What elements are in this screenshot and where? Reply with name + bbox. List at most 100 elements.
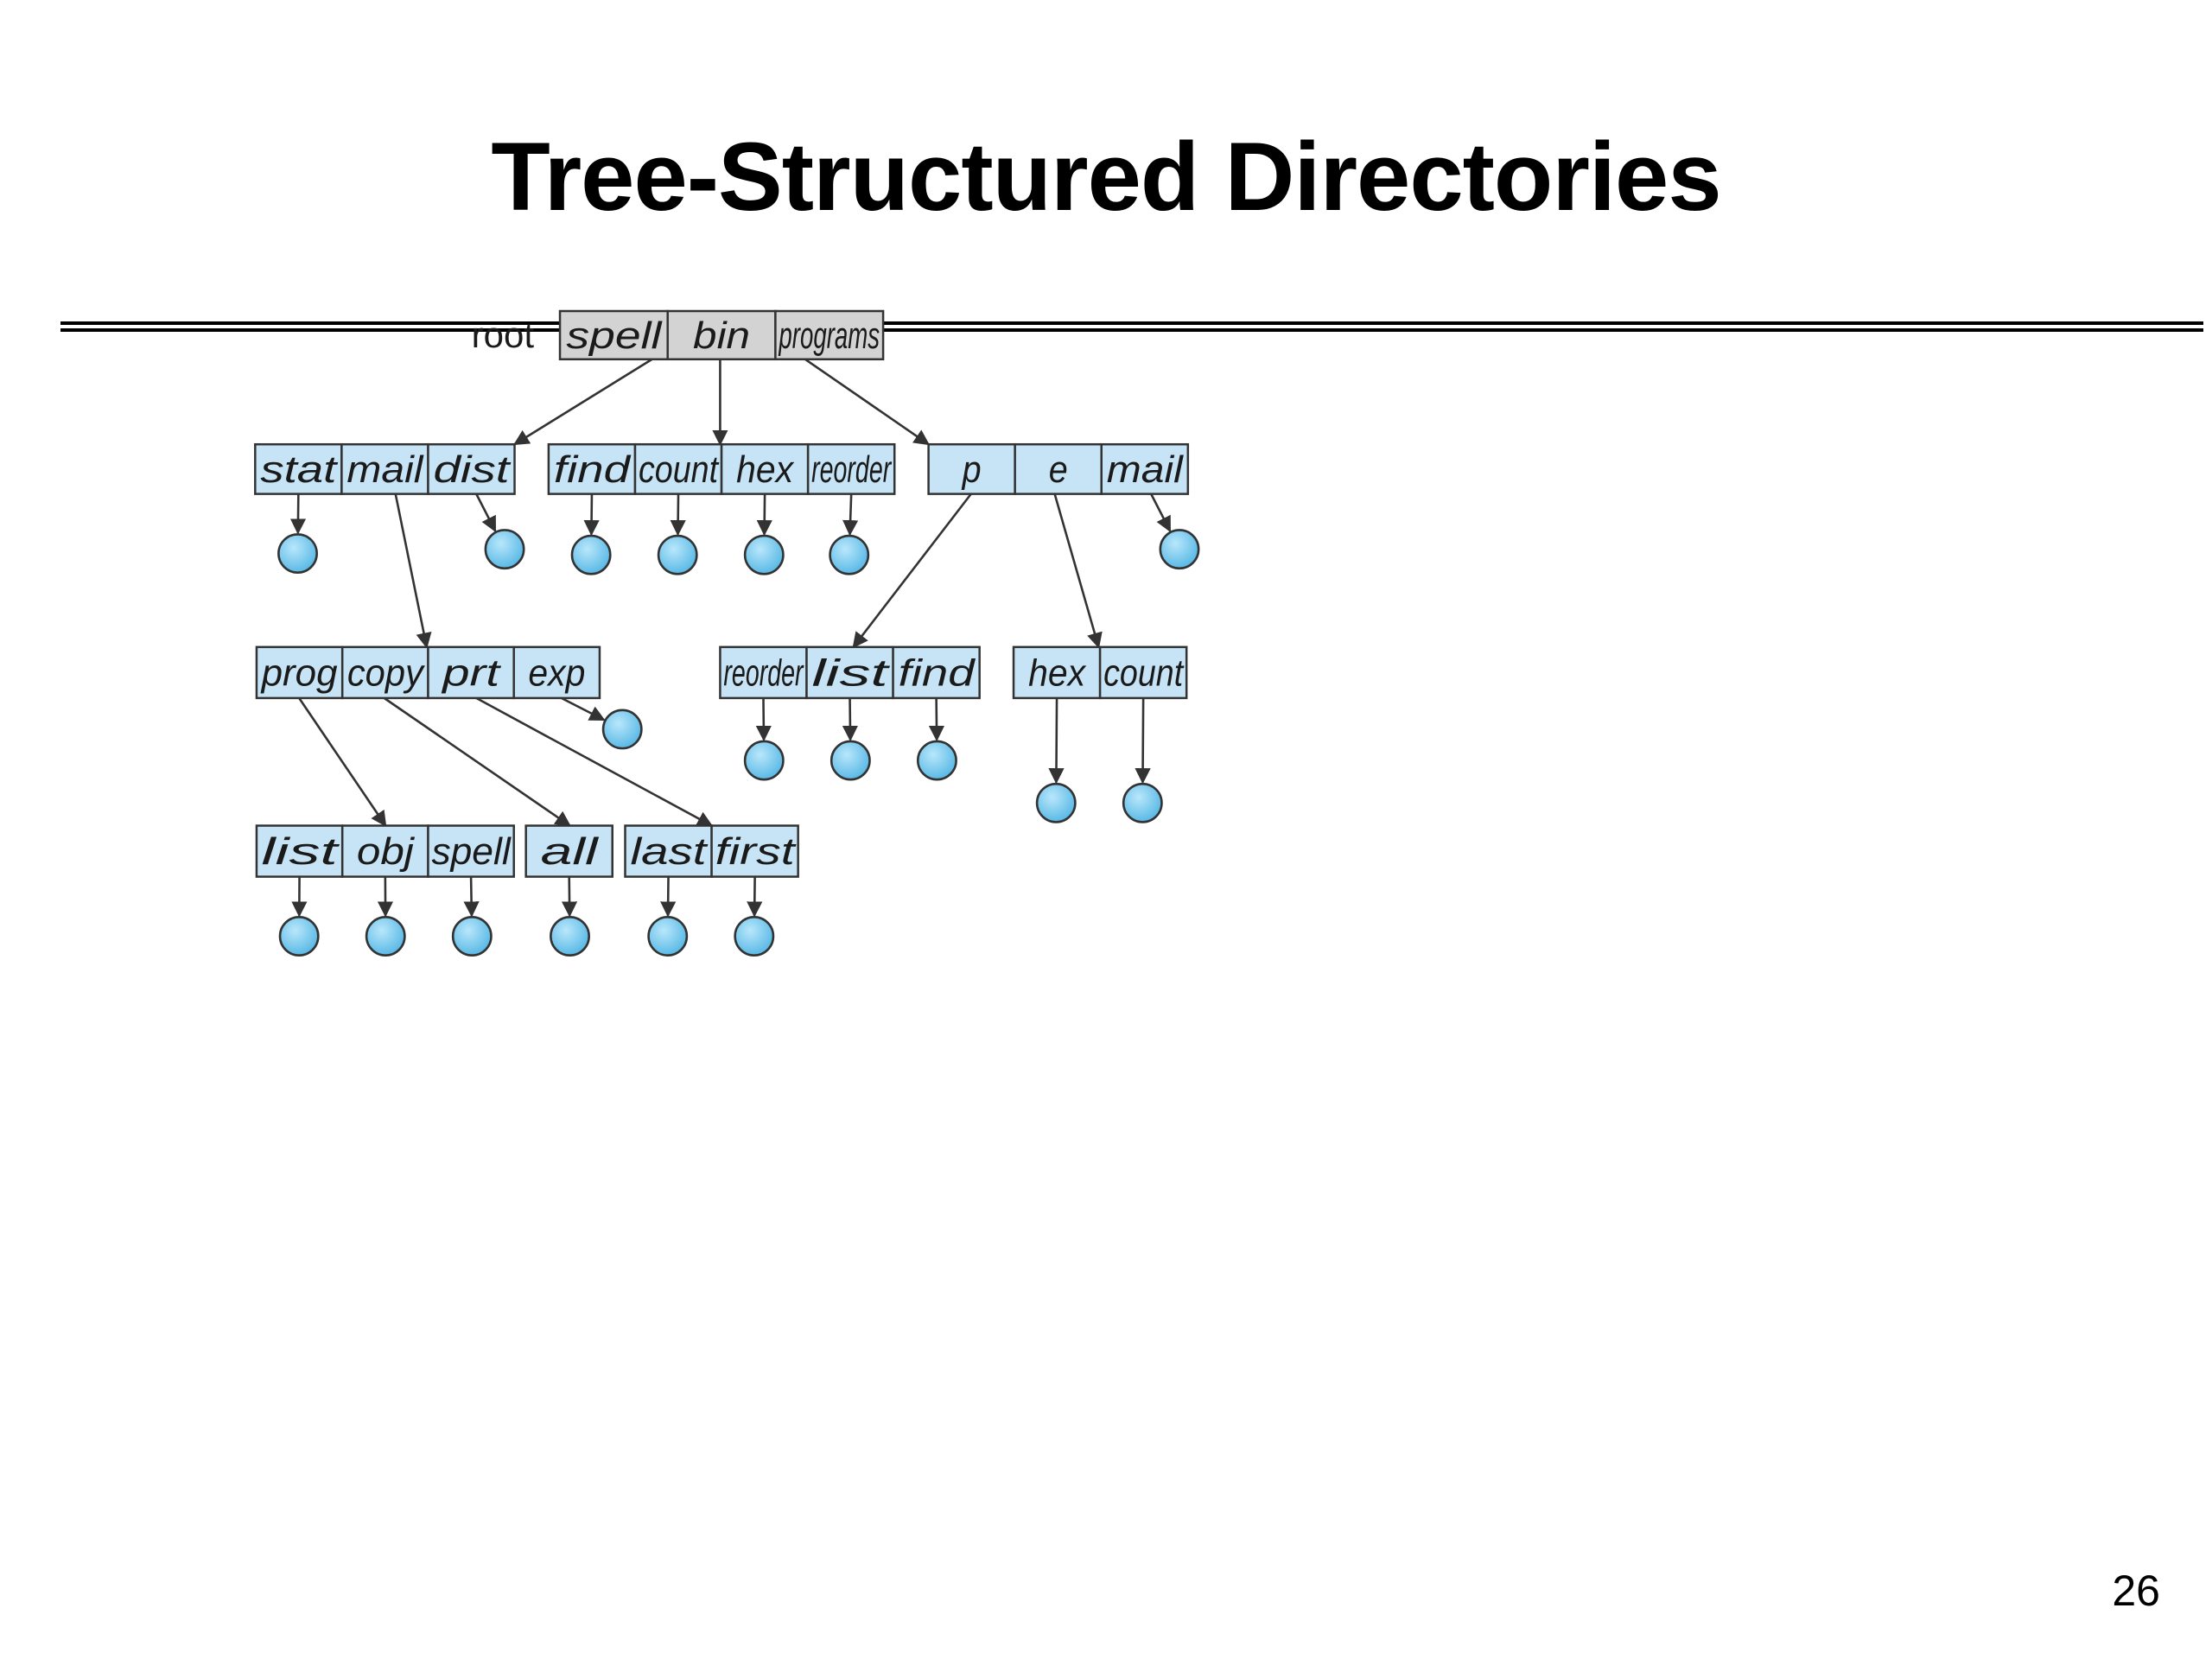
link-arrow-p-list <box>842 697 859 742</box>
file-node-programs-mail <box>1159 529 1200 570</box>
dir-entry-label: mail <box>346 448 423 491</box>
directory-node-copy: all <box>524 824 613 878</box>
files-layer <box>277 529 1200 957</box>
file-node-bin-find <box>570 534 612 575</box>
dir-cell-spell-dist <box>427 442 516 495</box>
link-arrow-prt-last <box>660 876 677 918</box>
link-arrow-programs-mail <box>1150 493 1172 533</box>
dir-entry-label: e <box>1049 448 1068 491</box>
dir-entry-label: stat <box>260 448 338 491</box>
file-node-prog-obj <box>365 916 406 957</box>
dir-cell-root-spell <box>558 309 669 361</box>
dir-cell-prog-obj <box>340 824 429 878</box>
dir-cell-mail-exp <box>512 645 601 700</box>
file-node-prog-list <box>278 916 320 957</box>
link-arrow-programs-e <box>1053 493 1103 649</box>
dir-cell-mail-prog <box>255 645 344 700</box>
file-node-prt-last <box>647 916 689 957</box>
dir-entry-label: list <box>262 830 340 873</box>
dir-cell-programs-mail <box>1100 442 1190 495</box>
dir-entry-label: obj <box>357 830 415 873</box>
title-rule-top <box>60 321 2203 325</box>
link-arrow-mail-prog <box>298 697 387 828</box>
page-number: 26 <box>2112 1567 2160 1615</box>
link-arrow-mail-prt <box>475 696 714 827</box>
file-node-spell-dist <box>484 529 525 570</box>
dir-cell-bin-hex <box>720 442 810 495</box>
link-arrow-root-spell <box>512 358 653 446</box>
dir-cell-root-programs <box>774 309 885 361</box>
dir-entry-label: spell <box>566 315 662 357</box>
dir-cell-prog-spell <box>427 824 515 878</box>
dir-entry-label: mail <box>1107 448 1184 491</box>
dir-cell-bin-count <box>633 442 723 495</box>
dir-entry-label: prt <box>441 652 502 694</box>
file-node-mail-exp <box>601 709 643 750</box>
dir-cell-prt-first <box>710 824 799 878</box>
link-arrow-root-programs <box>804 358 931 446</box>
dir-cell-spell-stat <box>254 442 343 495</box>
file-node-e-count <box>1122 782 1163 823</box>
dir-entry-label: programs <box>778 315 880 357</box>
link-arrow-mail-exp <box>561 696 606 721</box>
link-arrow-e-hex <box>1048 697 1065 785</box>
link-arrow-p-reorder <box>755 697 772 742</box>
link-arrow-bin-find <box>583 493 600 537</box>
dir-entry-label: all <box>541 830 600 873</box>
file-node-p-list <box>830 740 871 781</box>
dir-entry-label: dist <box>433 448 511 491</box>
dir-entry-label: last <box>631 830 709 873</box>
file-node-p-reorder <box>743 740 785 781</box>
dir-entry-label: reorder <box>811 448 893 491</box>
dir-cell-copy-all <box>524 824 613 878</box>
link-arrow-mail-copy <box>383 696 572 827</box>
dir-cell-e-count <box>1098 645 1188 700</box>
dir-cell-prt-last <box>624 824 713 878</box>
dir-cell-bin-reorder <box>806 442 896 495</box>
dir-cell-programs-e <box>1014 442 1103 495</box>
file-node-prog-spell <box>451 916 493 957</box>
dir-cell-p-find <box>892 645 981 700</box>
file-node-e-hex <box>1035 782 1077 823</box>
root-label: root <box>472 315 535 355</box>
dir-entry-label: find <box>554 448 632 491</box>
file-node-p-find <box>916 740 957 781</box>
file-node-copy-all <box>550 916 590 957</box>
link-arrow-copy-all <box>561 876 578 918</box>
link-arrow-bin-count <box>670 493 686 537</box>
link-arrow-bin-reorder <box>842 493 859 537</box>
link-arrow-prog-spell <box>463 876 480 918</box>
link-arrow-programs-p <box>852 493 972 649</box>
slide-title: Tree-Structured Directories <box>491 123 1721 231</box>
file-node-bin-count <box>657 534 698 575</box>
dir-entry-label: p <box>961 448 982 491</box>
dir-entry-label: copy <box>347 652 426 694</box>
dir-cell-spell-mail <box>340 442 429 495</box>
link-arrow-spell-mail <box>394 493 432 649</box>
dir-entry-label: hex <box>1028 652 1087 694</box>
file-node-spell-stat <box>277 533 318 574</box>
dir-entry-label: first <box>715 830 797 873</box>
dir-entry-label: find <box>899 652 976 694</box>
link-arrow-p-find <box>928 697 945 742</box>
link-arrow-prt-first <box>747 876 763 918</box>
dir-entry-label: bin <box>693 315 750 357</box>
link-arrow-spell-dist <box>475 493 497 533</box>
dir-entry-label: exp <box>528 652 585 694</box>
dir-entry-label: list <box>812 652 891 694</box>
dir-cell-p-reorder <box>719 645 808 700</box>
link-arrow-e-count <box>1135 697 1151 785</box>
links-layer <box>289 358 1172 918</box>
file-node-prt-first <box>734 916 775 957</box>
link-arrow-spell-stat <box>289 493 307 535</box>
